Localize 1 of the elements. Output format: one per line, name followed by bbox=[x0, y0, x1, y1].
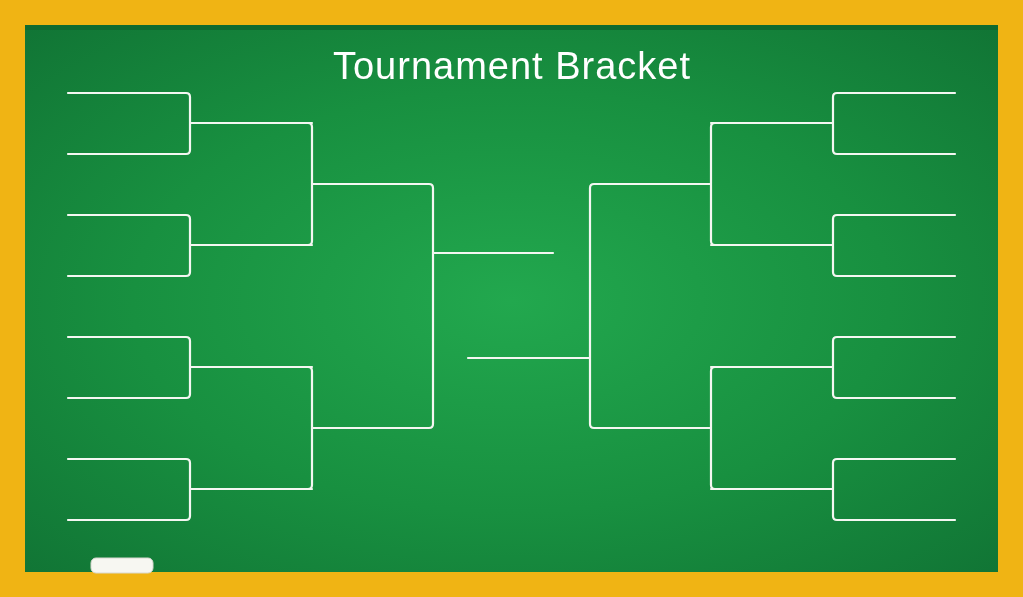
title: Tournament Bracket bbox=[331, 44, 693, 89]
